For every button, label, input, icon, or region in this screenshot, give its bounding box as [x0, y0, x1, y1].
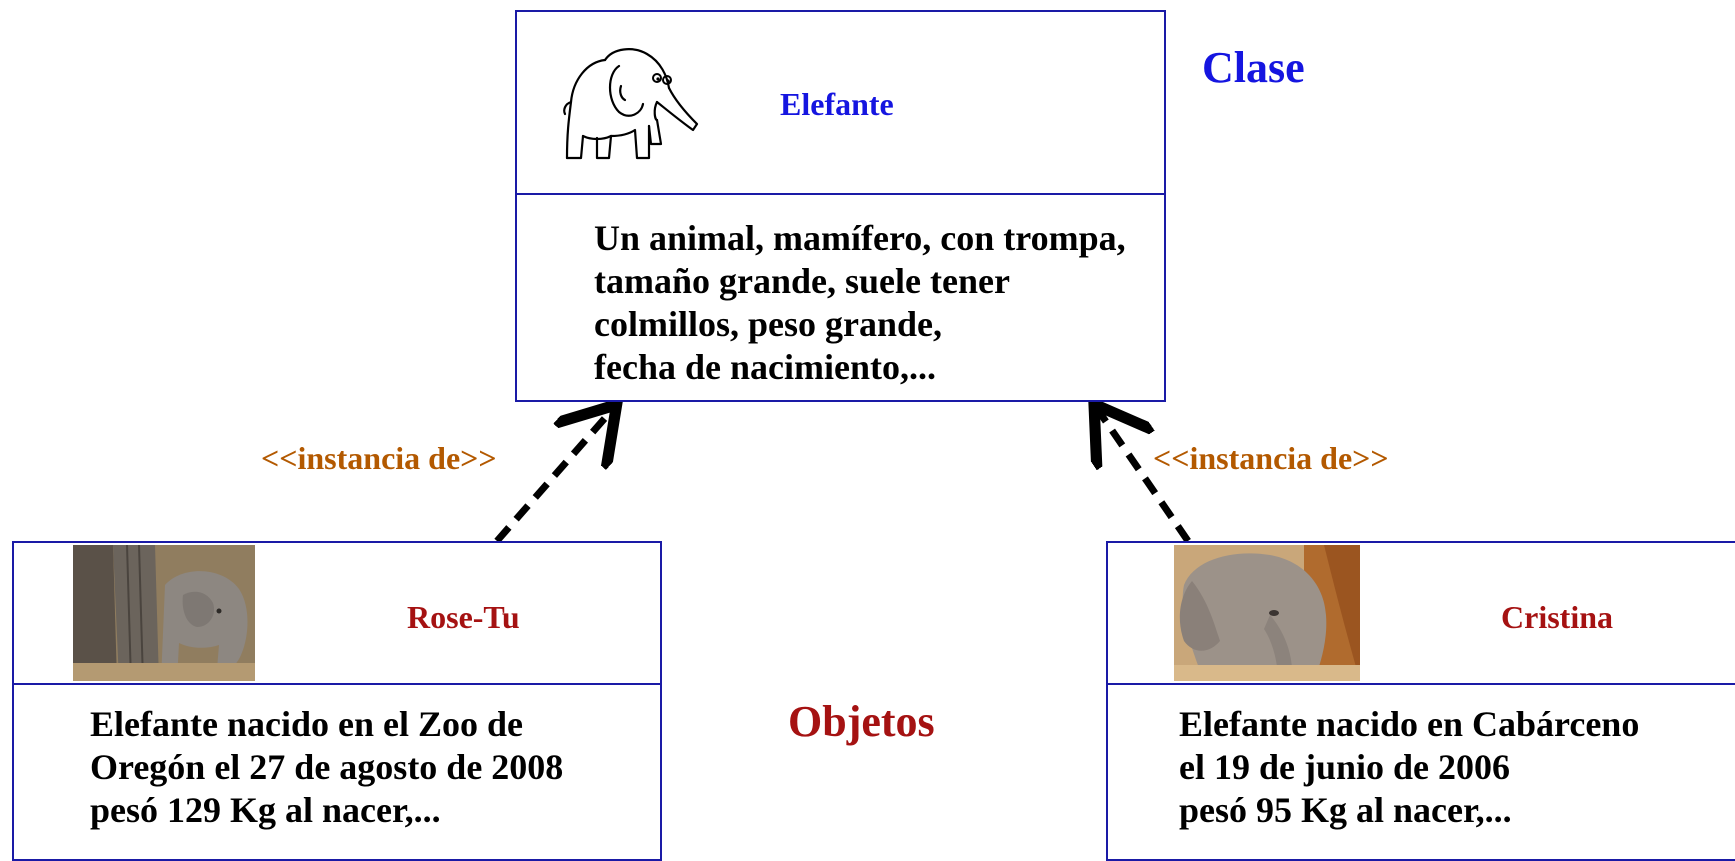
class-description-line: tamaño grande, suele tener — [594, 261, 1010, 301]
object-description-line: pesó 95 Kg al nacer,... — [1179, 790, 1512, 830]
class-description: Un animal, mamífero, con trompa, tamaño … — [594, 217, 1126, 389]
class-description-line: fecha de nacimiento,... — [594, 347, 936, 387]
rose-tu-photo — [73, 545, 255, 681]
object-description-cristina: Elefante nacido en Cabárceno el 19 de ju… — [1179, 703, 1639, 832]
object-description-line: el 19 de junio de 2006 — [1179, 747, 1511, 787]
stereotype-label-right: <<instancia de>> — [1153, 440, 1389, 476]
elephant-drawing-icon — [557, 40, 707, 170]
class-divider — [517, 193, 1164, 195]
object-description-line: Elefante nacido en el Zoo de — [90, 704, 523, 744]
object-name-cristina: Cristina — [1501, 599, 1613, 635]
class-description-line: colmillos, peso grande, — [594, 304, 942, 344]
object-description-line: pesó 129 Kg al nacer,... — [90, 790, 441, 830]
arrow-rose-tu-to-elefante — [494, 410, 612, 544]
class-heading: Clase — [1202, 43, 1305, 92]
object-box-rose-tu: Rose-Tu Elefante nacido en el Zoo de Ore… — [12, 541, 662, 861]
class-box: Elefante Un animal, mamífero, con trompa… — [515, 10, 1166, 402]
object-box-cristina: Cristina Elefante nacido en Cabárceno el… — [1106, 541, 1735, 861]
class-name: Elefante — [780, 86, 894, 122]
object-description-rose-tu: Elefante nacido en el Zoo de Oregón el 2… — [90, 703, 563, 832]
stereotype-label-left: <<instancia de>> — [261, 440, 497, 476]
object-name-rose-tu: Rose-Tu — [407, 599, 520, 635]
object-divider-cristina — [1108, 683, 1735, 685]
class-description-line: Un animal, mamífero, con trompa, — [594, 218, 1126, 258]
object-divider-rose-tu — [14, 683, 660, 685]
cristina-photo — [1174, 545, 1360, 681]
object-description-line: Elefante nacido en Cabárceno — [1179, 704, 1640, 744]
objects-heading: Objetos — [788, 697, 935, 746]
arrow-cristina-to-elefante — [1098, 410, 1191, 543]
object-description-line: Oregón el 27 de agosto de 2008 — [90, 747, 564, 787]
